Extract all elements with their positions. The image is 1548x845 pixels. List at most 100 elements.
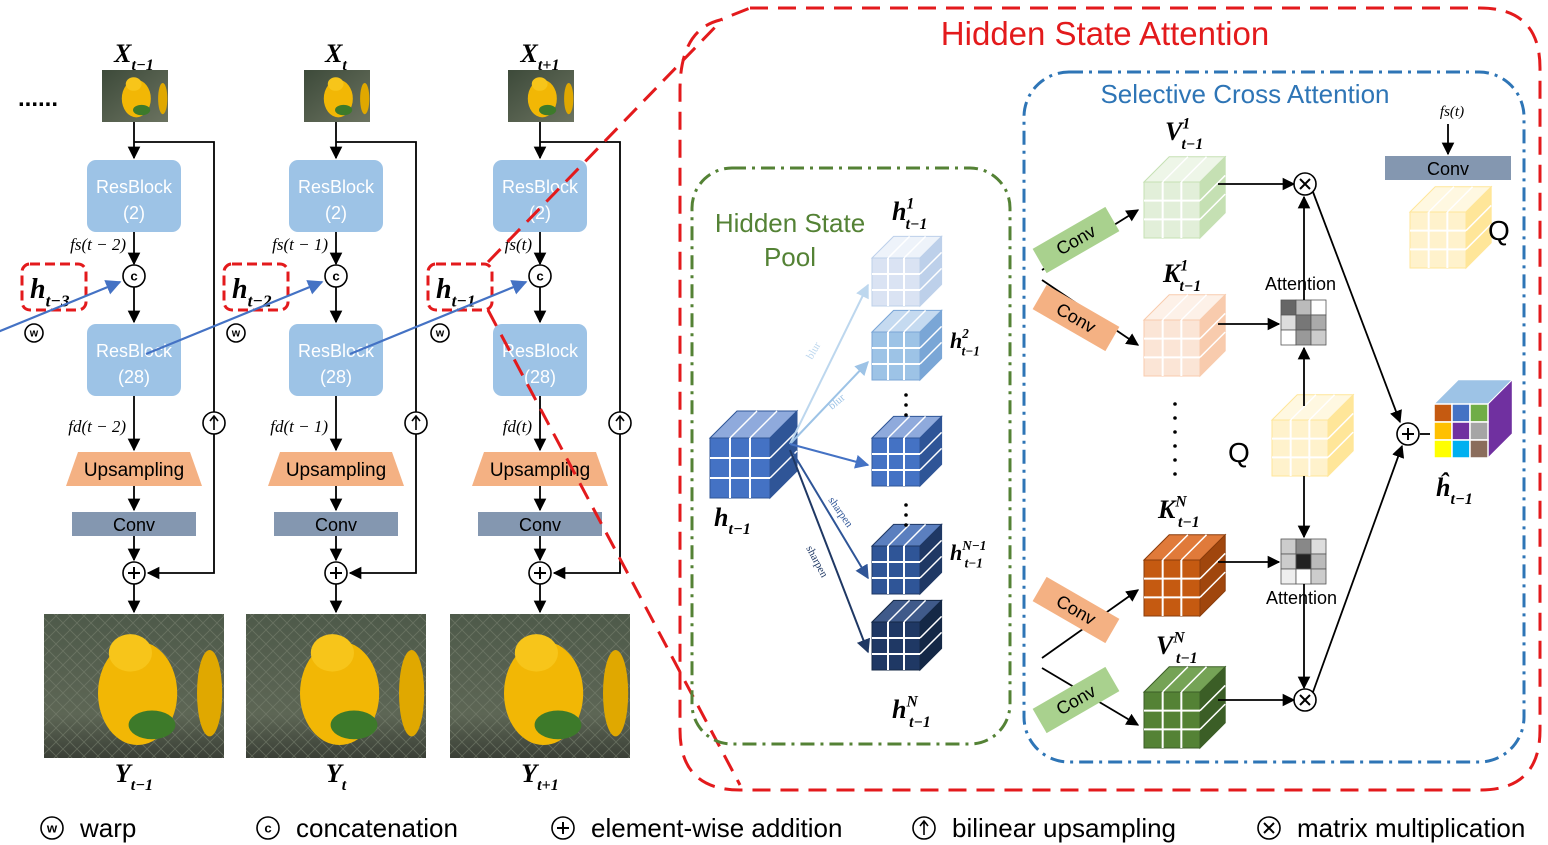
svg-text:Xt+1: Xt+1 <box>519 39 559 74</box>
resblock-small-count-1: (2) <box>123 203 145 223</box>
resblock-small-2 <box>289 160 383 232</box>
c-glyph: c <box>332 268 339 283</box>
attention-label-1: Attention <box>1265 274 1336 294</box>
output-label-3: Yt+1 <box>521 759 559 794</box>
output-label-3-sub: t+1 <box>537 777 559 794</box>
resblock-large-count-3: (28) <box>524 367 556 387</box>
input-frame-3-bird-wing <box>539 104 557 116</box>
sca-frame <box>1022 70 1526 764</box>
q-label-top: Q <box>1488 215 1510 246</box>
hidden-label-2-base: h <box>232 274 248 305</box>
warp-op-2-ring <box>226 323 246 343</box>
pool-tensor-1 <box>870 235 943 308</box>
conv-label-3: Conv <box>519 515 561 535</box>
sca-dot-3 <box>1173 430 1177 434</box>
svg-text:ht−1: ht−1 <box>714 503 751 538</box>
output-frame-2-bird-wing <box>330 710 378 740</box>
output-frame-2-bird-head <box>310 634 354 672</box>
svg-text:hNt−1: hNt−1 <box>892 693 931 731</box>
conv-label-2: Conv <box>315 515 357 535</box>
vn-tensor-front <box>1143 691 1201 749</box>
pool-arrow-label-3: sharpen <box>826 495 856 530</box>
pool-frame <box>690 166 1012 746</box>
pool-tensor-1-front <box>871 257 921 307</box>
output-frame-2 <box>246 614 426 758</box>
hsa-frame <box>678 6 1542 792</box>
input-frame-1-bird-wing <box>133 104 151 116</box>
resblock-large-1 <box>87 324 181 396</box>
kn-label-sup: N <box>1174 493 1187 510</box>
warp-arrow-1 <box>0 280 122 333</box>
concat-op-2: c <box>324 264 348 288</box>
k1-label-sup: 1 <box>1180 257 1188 274</box>
resblock-large-label-3: ResBlock <box>502 341 579 361</box>
zoom-line-bottom <box>486 309 742 786</box>
resblock-large-3 <box>493 324 587 396</box>
upsampling-label-3: Upsampling <box>490 460 590 481</box>
pool-arrow-4 <box>789 447 869 580</box>
add-op-1 <box>122 561 146 585</box>
output-frame-3 <box>450 614 630 758</box>
output-label-1-base: Y <box>115 759 133 788</box>
warp-arrow-2 <box>145 280 324 356</box>
fd-label-1: fd(t − 2) <box>68 417 126 436</box>
input-label-2: Xt <box>324 39 347 74</box>
pool-input-label-base: h <box>714 503 728 532</box>
sca-dot-4 <box>1173 444 1177 448</box>
times-icon <box>1263 822 1275 834</box>
legend-symbol-1: w <box>40 816 64 840</box>
pool-dot-top-3 <box>904 413 908 417</box>
output-label-2-sub: t <box>342 777 347 794</box>
pool-item-label-1-base: h <box>892 197 906 226</box>
resblock-large-count-1: (28) <box>118 367 150 387</box>
svg-text:V1t−1: V1t−1 <box>1165 115 1203 153</box>
svg-text:hN−1t−1: hN−1t−1 <box>950 538 986 571</box>
warp-op-1: w <box>24 323 44 343</box>
pool-item-label-3-sub: t−1 <box>965 556 983 571</box>
resblock-small-label-1: ResBlock <box>96 177 173 197</box>
pool-dot-bottom-1 <box>904 503 908 507</box>
v1-label-sub: t−1 <box>1182 136 1204 153</box>
legend-label-3: element-wise addition <box>591 813 842 843</box>
resblock-large-label-2: ResBlock <box>298 341 375 361</box>
upsampling-label-1: Upsampling <box>84 460 184 481</box>
k1-label-sub: t−1 <box>1180 278 1202 295</box>
warp-op-3: w <box>430 323 450 343</box>
q-tensor-center-front <box>1271 419 1329 477</box>
fd-label-2: fd(t − 1) <box>270 417 328 436</box>
pool-arrow-5 <box>789 449 870 654</box>
q-tensor-top <box>1408 185 1493 270</box>
output-frame-1-bird-wing <box>128 710 176 740</box>
output-tensor-label-sub: t−1 <box>1450 491 1472 508</box>
pool-arrow-1 <box>789 283 869 445</box>
w-glyph: w <box>29 328 39 340</box>
pool-input-tensor-front <box>709 437 771 499</box>
pool-tensor-5-front <box>871 621 921 671</box>
ellipsis: ...... <box>18 85 58 112</box>
input-frame-3-bird-head <box>531 77 548 91</box>
vn-tensor <box>1142 665 1227 750</box>
pool-arrow-label-1: blur <box>804 340 823 362</box>
input-frame-1-bird-head <box>125 77 142 91</box>
q-label-center: Q <box>1228 437 1250 468</box>
pool-item-label-2-base: h <box>950 328 962 353</box>
conv-label-q: Conv <box>1427 159 1469 179</box>
w-glyph: w <box>435 328 445 340</box>
pool-arrow-label-2: blur <box>826 391 848 412</box>
concat-op-3: c <box>528 264 552 288</box>
output-label-2: Yt <box>326 759 347 794</box>
attention-label-n: Attention <box>1266 588 1337 608</box>
sca-dot-6 <box>1173 472 1177 476</box>
concat-op-1: c <box>122 264 146 288</box>
input-frame-2-bird-wing <box>335 104 353 116</box>
output-frame-1 <box>44 614 224 758</box>
input-frame-1-bird-second <box>158 83 168 115</box>
resblock-large-2 <box>289 324 383 396</box>
upsampling-block-2 <box>268 452 404 486</box>
sca-dot-5 <box>1173 458 1177 462</box>
